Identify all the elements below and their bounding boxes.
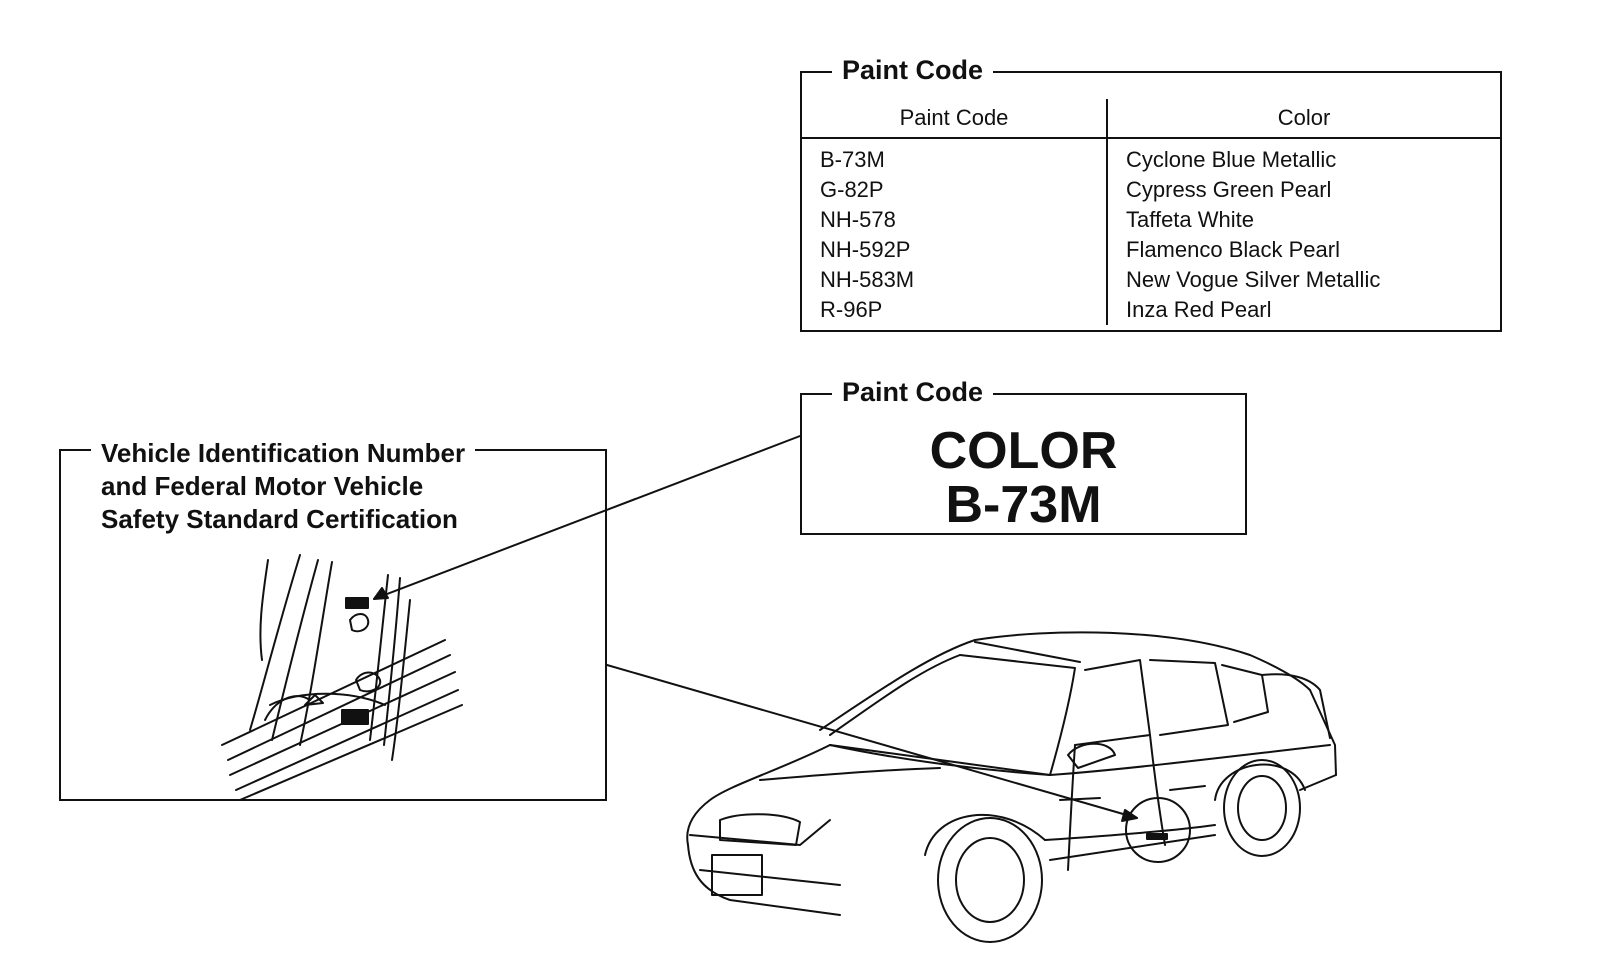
paint-code-label-box: Paint Code COLOR B-73M (800, 377, 1247, 535)
table-row: NH-578 Taffeta White (802, 205, 1500, 235)
paint-code-table-title: Paint Code (832, 55, 994, 85)
table-row: NH-592P Flamenco Black Pearl (802, 235, 1500, 265)
color-name-cell: Inza Red Pearl (1126, 297, 1272, 322)
label-color-text: COLOR (929, 422, 1118, 480)
table-row: NH-583M New Vogue Silver Metallic (802, 265, 1500, 295)
column-header-color: Color (1107, 99, 1500, 139)
door-jamb-illustration (221, 554, 463, 801)
vin-title-line: and Federal Motor Vehicle (101, 471, 424, 501)
paint-code-table: Paint Code Color B-73M Cyclone Blue Meta… (802, 99, 1500, 325)
color-name-cell: Flamenco Black Pearl (1126, 237, 1340, 262)
vin-title-line: Vehicle Identification Number (101, 438, 466, 468)
paint-code-cell: B-73M (802, 138, 1108, 175)
table-row: B-73M Cyclone Blue Metallic (802, 138, 1500, 175)
paint-code-cell: NH-592P (802, 235, 1108, 265)
label-code-text: B-73M (945, 476, 1102, 534)
paint-code-cell: G-82P (802, 175, 1108, 205)
sedan-car-illustration (686, 631, 1337, 943)
paint-code-table-box: Paint Code Paint Code Color B-73M Cyclon… (800, 55, 1502, 332)
vin-certification-box: Vehicle Identification Number and Federa… (59, 437, 607, 801)
paint-code-cell: NH-583M (802, 265, 1108, 295)
color-name-cell: Taffeta White (1126, 207, 1254, 232)
leader-line-vin (606, 664, 1138, 822)
vin-title-line: Safety Standard Certification (101, 504, 458, 534)
paint-code-label-title: Paint Code (832, 377, 994, 407)
column-header-paint-code: Paint Code (802, 99, 1108, 139)
color-name-cell: Cypress Green Pearl (1126, 177, 1332, 202)
leader-line-paint-label (373, 435, 801, 600)
table-row: G-82P Cypress Green Pearl (802, 175, 1500, 205)
color-name-cell: New Vogue Silver Metallic (1126, 267, 1381, 292)
paint-code-cell: NH-578 (802, 205, 1108, 235)
paint-code-cell: R-96P (802, 295, 1108, 325)
color-name-cell: Cyclone Blue Metallic (1126, 147, 1337, 172)
vin-certification-title: Vehicle Identification Number and Federa… (91, 437, 476, 538)
table-row: R-96P Inza Red Pearl (802, 295, 1500, 325)
